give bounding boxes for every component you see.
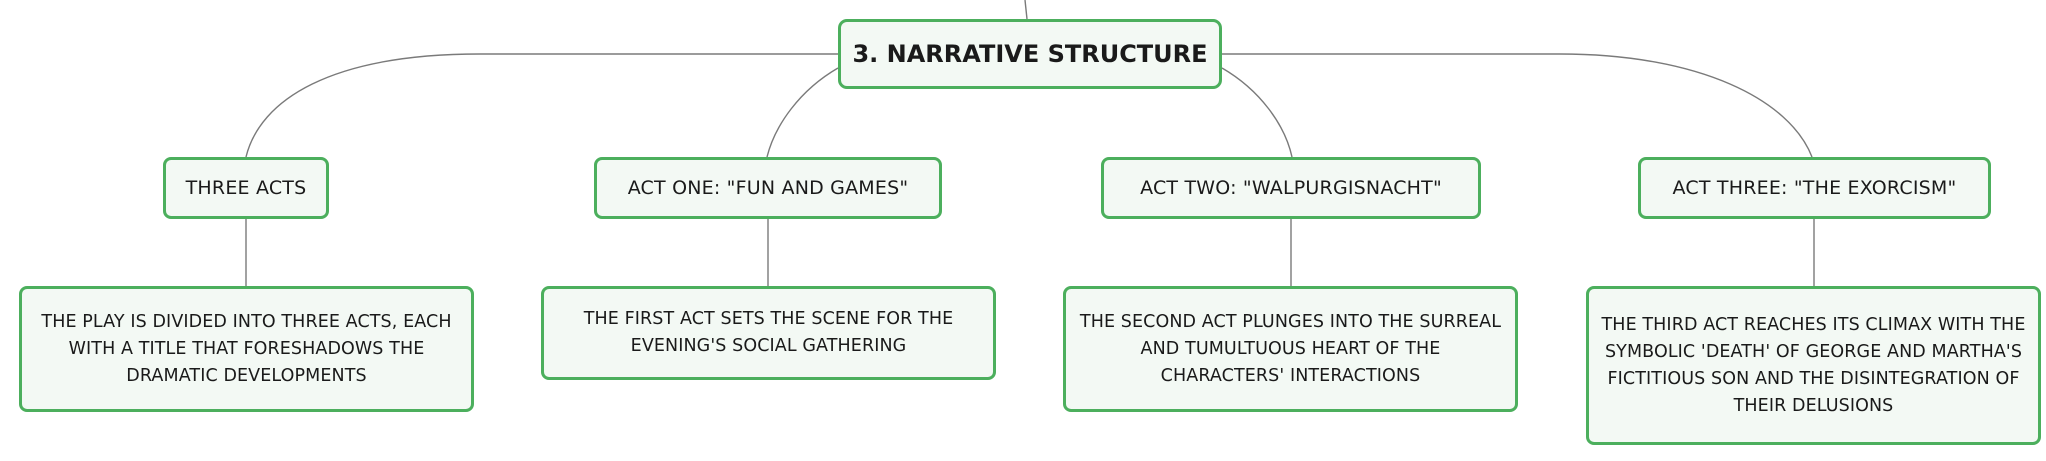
detail-node-act-three[interactable]: THE THIRD ACT REACHES ITS CLIMAX WITH TH… [1586, 286, 2041, 445]
detail-node-text: THE SECOND ACT PLUNGES INTO THE SURREAL … [1079, 311, 1502, 386]
connector-root-to-act-one [766, 67, 839, 158]
branch-node-label: THREE ACTS [185, 177, 307, 199]
branch-node-act-three[interactable]: ACT THREE: "THE EXORCISM" [1638, 157, 1991, 219]
branch-node-three-acts[interactable]: THREE ACTS [163, 157, 329, 219]
root-node-label: 3. NARRATIVE STRUCTURE [852, 40, 1208, 68]
detail-node-text: THE THIRD ACT REACHES ITS CLIMAX WITH TH… [1601, 314, 2026, 416]
branch-node-label: ACT THREE: "THE EXORCISM" [1672, 177, 1957, 199]
detail-node-text: THE FIRST ACT SETS THE SCENE FOR THE EVE… [583, 309, 954, 356]
root-node[interactable]: 3. NARRATIVE STRUCTURE [838, 19, 1222, 89]
branch-node-act-two[interactable]: ACT TWO: "WALPURGISNACHT" [1101, 157, 1481, 219]
branch-node-act-one[interactable]: ACT ONE: "FUN AND GAMES" [594, 157, 942, 219]
detail-node-three-acts[interactable]: THE PLAY IS DIVIDED INTO THREE ACTS, EAC… [19, 286, 474, 412]
connector-root-to-three-acts [245, 53, 838, 158]
detail-node-text: THE PLAY IS DIVIDED INTO THREE ACTS, EAC… [41, 311, 452, 386]
branch-node-label: ACT ONE: "FUN AND GAMES" [627, 177, 909, 199]
connector-root-to-act-two [1221, 67, 1293, 158]
branch-node-label: ACT TWO: "WALPURGISNACHT" [1140, 177, 1442, 199]
connector-parent-to-root [1024, 0, 1028, 20]
detail-node-act-two[interactable]: THE SECOND ACT PLUNGES INTO THE SURREAL … [1063, 286, 1518, 412]
connector-root-to-act-three [1222, 53, 1813, 158]
detail-node-act-one[interactable]: THE FIRST ACT SETS THE SCENE FOR THE EVE… [541, 286, 996, 380]
